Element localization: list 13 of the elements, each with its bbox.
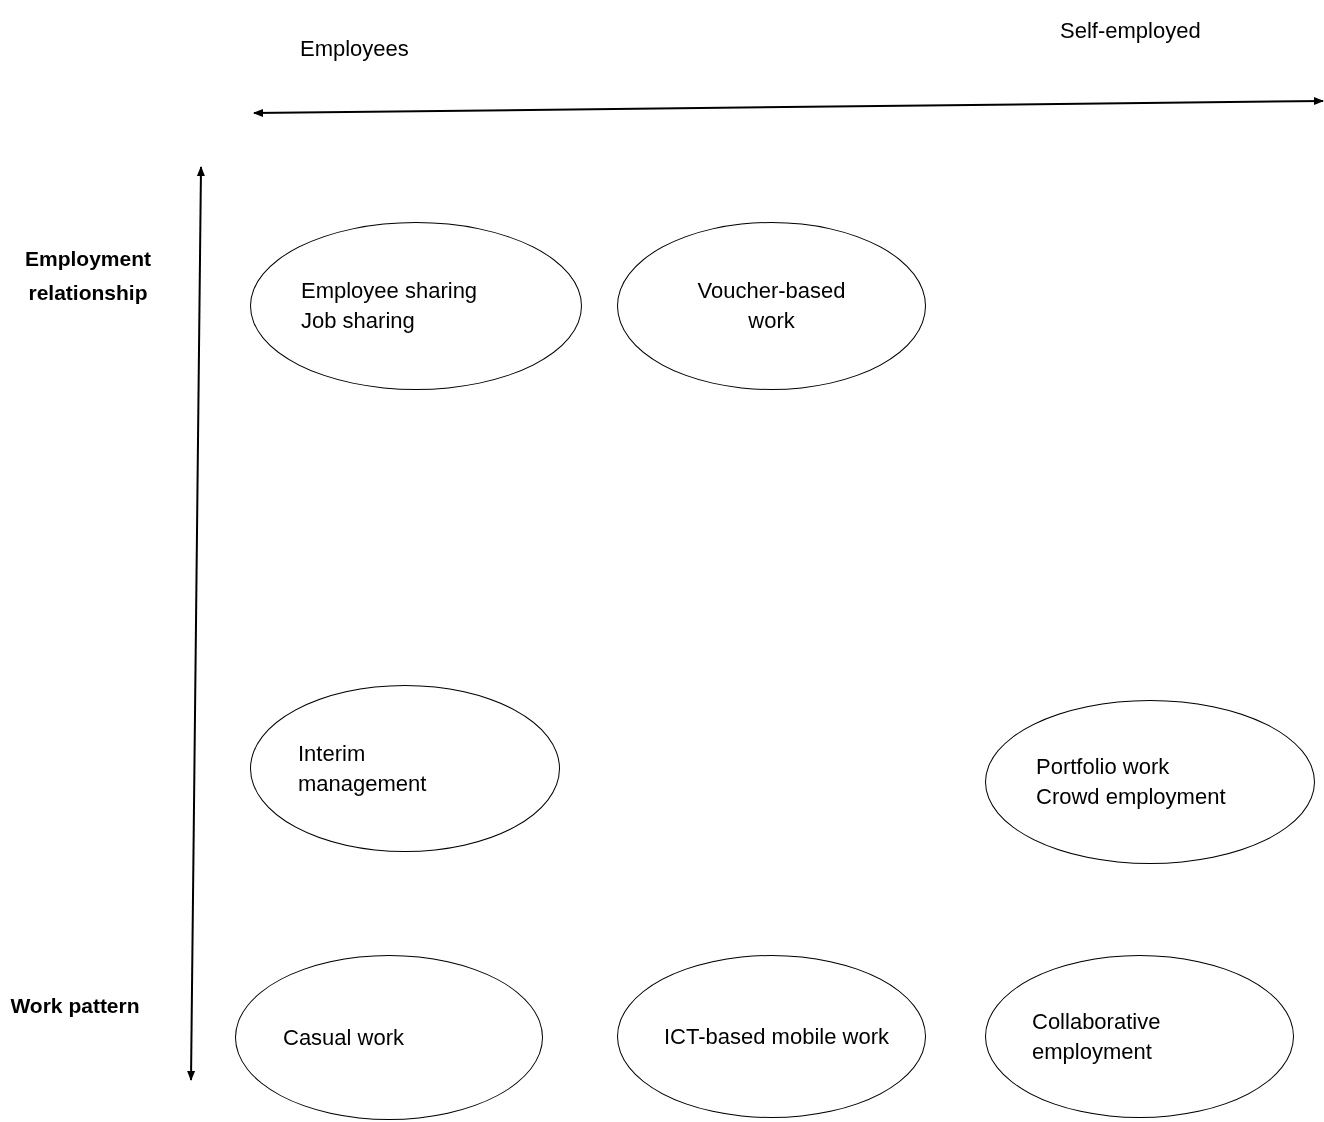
axis-label: Self-employed	[1060, 17, 1202, 45]
axis-label: Work pattern	[9, 993, 141, 1019]
node-text: Interim management	[298, 739, 428, 798]
node-text: Casual work	[283, 1023, 405, 1052]
node-text: ICT-based mobile work	[664, 1022, 889, 1051]
node-text: Portfolio work	[1036, 753, 1170, 781]
node-text: Collaborative employment	[1032, 1007, 1162, 1066]
axis-label: Employment relationship	[24, 246, 152, 306]
node-text: Voucher-based work	[696, 277, 847, 335]
axis-label: Employees	[300, 35, 410, 63]
node-text: Job sharing	[301, 307, 415, 335]
node-text: Crowd employment	[1036, 783, 1226, 811]
node-text: Employee sharing	[301, 277, 478, 305]
